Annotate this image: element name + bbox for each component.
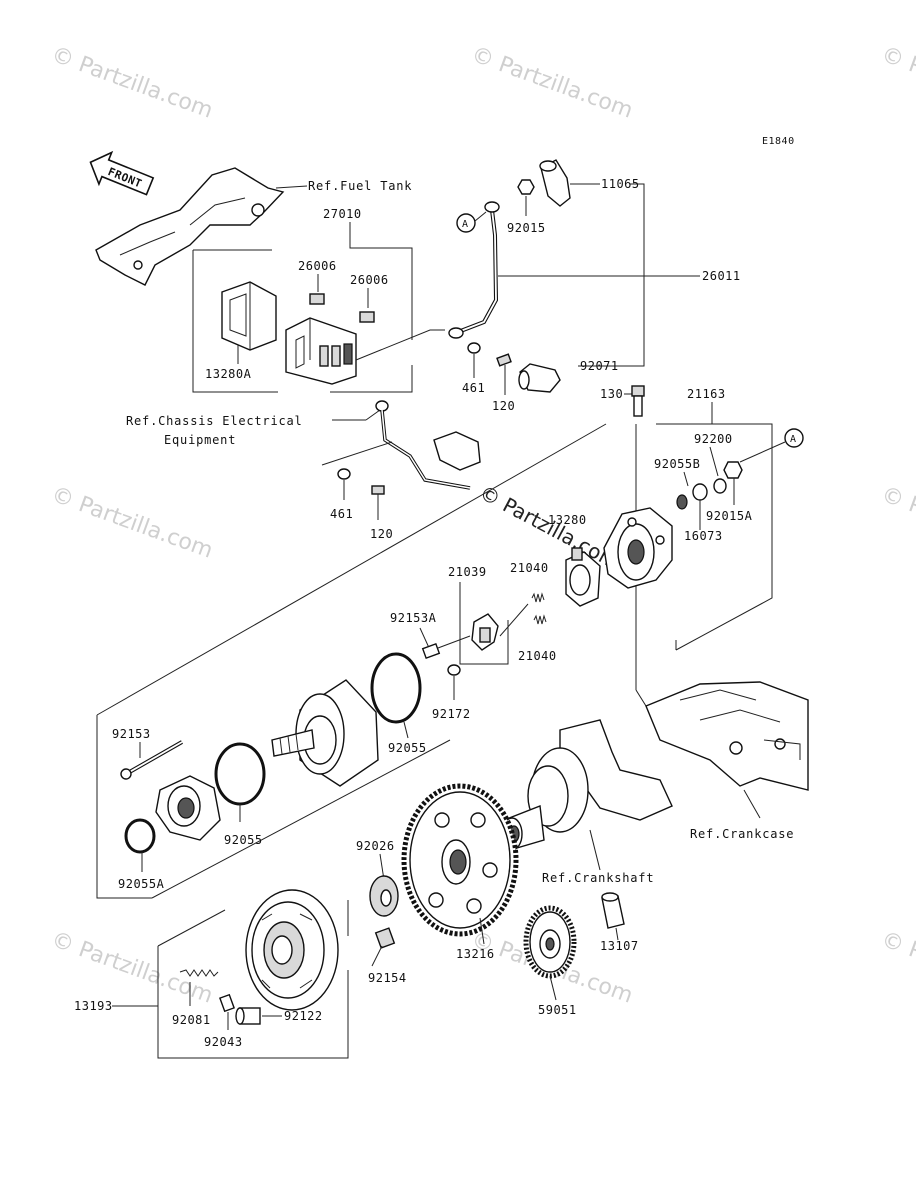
relay-13280a <box>221 281 277 364</box>
callout-a-top-text: A <box>462 219 469 230</box>
bolt-120-top <box>496 353 512 395</box>
gear-59051 <box>523 905 577 979</box>
ref-fuel-tank: Ref.Fuel Tank <box>308 179 412 193</box>
starter-relay <box>285 317 445 385</box>
label-92055a: 92055A <box>118 877 165 891</box>
label-26011: 26011 <box>702 269 741 283</box>
washer-92200 <box>713 478 727 494</box>
o-ring-92055b <box>676 494 688 510</box>
label-92055b: 92055B <box>654 457 700 471</box>
o-ring-92055-upper <box>370 652 422 724</box>
brush-plate-21039 <box>471 603 529 651</box>
watermark: © Partzilla.com <box>468 42 636 124</box>
starter-cable <box>448 201 500 339</box>
label-92015a: 92015A <box>706 509 753 523</box>
brush-holder-13280 <box>565 547 601 607</box>
sleeve-13107 <box>601 892 625 929</box>
ref-crankcase: Ref.Crankcase <box>690 827 794 841</box>
label-130: 130 <box>600 387 623 401</box>
label-92055-upper: 92055 <box>388 741 427 755</box>
fuse-26006-b <box>359 311 375 323</box>
label-21163: 21163 <box>687 387 726 401</box>
watermark: © Partzilla.com <box>878 927 916 1009</box>
gear-13216 <box>401 783 519 937</box>
bolt-130 <box>631 385 645 417</box>
label-11065: 11065 <box>601 177 640 191</box>
bolt-92153a <box>421 635 471 659</box>
label-92055-lower: 92055 <box>224 833 263 847</box>
watermark: © Partzilla.com <box>878 42 916 124</box>
o-ring-92055-lower <box>214 742 266 806</box>
bolt-120-bottom <box>371 485 385 520</box>
starter-motor-body <box>271 679 379 787</box>
ref-chassis-electrical: Ref.Chassis Electrical <box>126 414 303 428</box>
spring-21040-bottom <box>533 614 547 625</box>
label-92122: 92122 <box>284 1009 323 1023</box>
label-26006-a: 26006 <box>298 259 337 273</box>
callout-a-top <box>456 213 476 233</box>
label-21040-top: 21040 <box>510 561 549 575</box>
watermark: © Partzilla.com <box>48 927 216 1009</box>
fuel-tank-bracket <box>95 167 285 286</box>
watermark: © Partzilla.com <box>48 482 216 564</box>
label-13107: 13107 <box>600 939 639 953</box>
label-92200: 92200 <box>694 432 733 446</box>
starter-front-cover <box>155 775 221 841</box>
label-13216: 13216 <box>456 947 495 961</box>
label-26006-b: 26006 <box>350 273 389 287</box>
label-92026: 92026 <box>356 839 395 853</box>
fuse-26006-a <box>309 293 325 305</box>
label-13193: 13193 <box>74 999 113 1013</box>
plunger-92043 <box>219 993 235 1013</box>
label-92153a: 92153A <box>390 611 437 625</box>
label-13280: 13280 <box>548 513 587 527</box>
bushing-16073 <box>692 483 708 501</box>
label-92154: 92154 <box>368 971 407 985</box>
washer-461-top <box>467 342 481 354</box>
starter-clutch-13193 <box>245 889 339 1011</box>
terminal-cap-92071 <box>519 363 561 393</box>
watermark: © Partzilla.com <box>878 482 916 564</box>
label-59051: 59051 <box>538 1003 577 1017</box>
bolt-92153 <box>120 740 183 780</box>
crankcase <box>645 681 809 791</box>
label-92081: 92081 <box>172 1013 211 1027</box>
label-21039: 21039 <box>448 565 487 579</box>
label-16073: 16073 <box>684 529 723 543</box>
callout-a-right-text: A <box>790 434 797 445</box>
label-92043: 92043 <box>204 1035 243 1049</box>
watermark-center: © Partzilla.com <box>476 480 624 574</box>
o-ring-92055a <box>124 818 156 854</box>
label-461-top: 461 <box>462 381 485 395</box>
ground-cable <box>375 400 481 490</box>
label-27010: 27010 <box>323 207 362 221</box>
label-92172: 92172 <box>432 707 471 721</box>
bolt-92154 <box>371 927 396 967</box>
ref-chassis-electrical-line2: Equipment <box>164 433 236 447</box>
label-92015: 92015 <box>507 221 546 235</box>
front-arrow-icon: FRONT <box>89 150 155 196</box>
crankshaft <box>501 719 673 851</box>
label-92153: 92153 <box>112 727 151 741</box>
label-92071: 92071 <box>580 359 619 373</box>
washer-461-bottom <box>337 468 351 480</box>
ref-crankshaft: Ref.Crankshaft <box>542 871 654 885</box>
roller-92122 <box>235 1007 261 1025</box>
screw-92172 <box>447 664 461 676</box>
label-120-bottom: 120 <box>370 527 393 541</box>
spring-21040-top <box>531 592 545 603</box>
nut-92015 <box>517 179 535 195</box>
nut-92015a <box>723 461 743 479</box>
label-120-top: 120 <box>492 399 515 413</box>
watermark: © Partzilla.com <box>48 42 216 124</box>
diagram-code: E1840 <box>762 136 795 147</box>
callout-a-right <box>784 428 804 448</box>
label-461-bottom: 461 <box>330 507 353 521</box>
label-13280a: 13280A <box>205 367 252 381</box>
starter-end-cover <box>603 507 673 589</box>
label-21040-bottom: 21040 <box>518 649 557 663</box>
spring-92081 <box>179 969 219 977</box>
